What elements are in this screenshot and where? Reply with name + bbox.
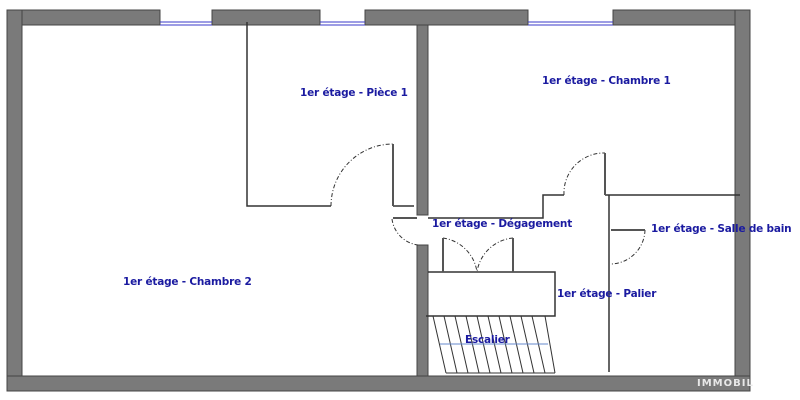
watermark: IMMOBIL bbox=[697, 378, 754, 389]
doors bbox=[330, 143, 646, 273]
windows bbox=[160, 21, 613, 26]
room-label-chambre-2: 1er étage - Chambre 2 bbox=[123, 276, 252, 288]
room-label-chambre-1: 1er étage - Chambre 1 bbox=[542, 75, 671, 87]
room-label-degagement: 1er étage - Dégagement bbox=[432, 218, 573, 230]
room-label-salle-de-bain: 1er étage - Salle de bain bbox=[651, 223, 792, 235]
door-leaves bbox=[392, 144, 645, 272]
stairs bbox=[432, 315, 556, 374]
room-label-palier: 1er étage - Palier bbox=[557, 288, 657, 300]
room-label-escalier: Escalier bbox=[465, 334, 510, 346]
outer-walls bbox=[6, 9, 751, 392]
room-label-piece-1: 1er étage - Pièce 1 bbox=[300, 87, 408, 99]
